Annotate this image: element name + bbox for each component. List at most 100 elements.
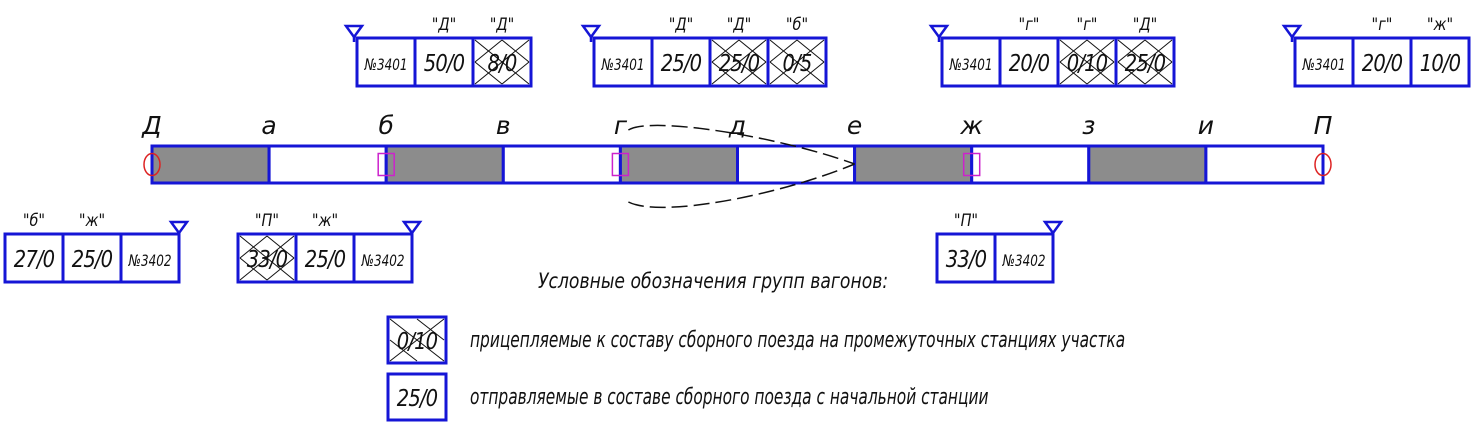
- direction-flag-icon: [343, 24, 365, 40]
- station-label: е: [847, 111, 862, 140]
- terminal-marker: [143, 152, 161, 177]
- terminal-marker: [1314, 152, 1332, 177]
- track-segment: [501, 144, 622, 185]
- track-layer: [143, 124, 1332, 209]
- wagon-group-value: 25/0: [1125, 51, 1166, 78]
- train-block: 33/0 "П" 25/0 "ж" №3402: [236, 210, 423, 284]
- station-label: д: [728, 111, 746, 140]
- destination-label: "Д": [669, 14, 694, 34]
- wagon-group-value: 25/0: [72, 247, 113, 274]
- legend-title: Условные обозначения групп вагонов:: [538, 268, 888, 293]
- track-segment-shaded: [618, 144, 740, 185]
- track-segment: [267, 144, 388, 185]
- track-segment: [970, 144, 1091, 185]
- destination-label: "Д": [1133, 14, 1158, 34]
- destination-label: "ж": [312, 210, 338, 230]
- train-number: №3401: [949, 56, 993, 74]
- station-label: в: [496, 111, 511, 140]
- legend-sample-value: 25/0: [397, 386, 438, 413]
- station-label: Д: [141, 111, 162, 140]
- dashed-route-lower: [628, 163, 855, 209]
- station-label: з: [1082, 111, 1095, 140]
- wagon-group-value: 10/0: [1420, 51, 1461, 78]
- train-number-cell: [119, 232, 181, 284]
- crosshatch-pattern: [239, 235, 295, 281]
- crosshatch-pattern: [389, 318, 445, 362]
- destination-label: "П": [255, 210, 279, 230]
- wagon-group-cell: [1409, 36, 1471, 88]
- train-number-cell: [592, 36, 654, 88]
- wagon-group-cell: [998, 36, 1060, 88]
- station-label: П: [1314, 111, 1333, 140]
- train-number: №3402: [361, 252, 405, 270]
- train-number-cell: [1293, 36, 1355, 88]
- direction-flag-icon: [1042, 220, 1064, 236]
- destination-label: "ж": [79, 210, 105, 230]
- train-number: №3401: [364, 56, 408, 74]
- direction-flag-icon: [580, 24, 602, 40]
- wagon-group-value: 33/0: [247, 247, 288, 274]
- wagon-group-cell: [61, 232, 123, 284]
- dashed-route-upper: [627, 124, 855, 165]
- direction-flag-icon: [168, 220, 190, 236]
- destination-label: "ж": [1427, 14, 1453, 34]
- wagon-group-cell: [650, 36, 712, 88]
- train-number: №3402: [128, 252, 172, 270]
- direction-flag-icon: [401, 220, 423, 236]
- train-number: №3402: [1002, 252, 1046, 270]
- train-number: №3401: [601, 56, 645, 74]
- station-label: а: [261, 111, 276, 140]
- train-number: №3401: [1302, 56, 1346, 74]
- crosshatch-pattern: [769, 39, 825, 85]
- wagon-group-value: 27/0: [14, 247, 55, 274]
- station-label: г: [614, 111, 628, 140]
- direction-flag-icon: [1281, 24, 1303, 40]
- train-number-cell: [940, 36, 1002, 88]
- train-block: 27/0 "б" 25/0 "ж" №3402: [3, 210, 190, 284]
- track-segment: [736, 144, 857, 185]
- crosshatch-pattern: [711, 39, 767, 85]
- destination-label: "б": [23, 210, 45, 230]
- wagon-group-value: 0/10: [1067, 51, 1108, 78]
- track-segment: [1204, 144, 1325, 185]
- direction-flag-icon: [928, 24, 950, 40]
- train-block: 33/0 "П" №3402: [935, 210, 1064, 284]
- destination-label: "П": [954, 210, 978, 230]
- legend: Условные обозначения групп вагонов: 0/10…: [386, 268, 1125, 422]
- destination-label: "Д": [432, 14, 457, 34]
- track-segment-shaded: [1087, 144, 1208, 185]
- destination-label: "г": [1372, 14, 1393, 34]
- destination-label: "Д": [727, 14, 752, 34]
- crosshatch-pattern: [474, 39, 530, 85]
- train-number-cell: [993, 232, 1055, 284]
- legend-sample-cell: [386, 372, 448, 422]
- wagon-group-value: 25/0: [305, 247, 346, 274]
- wagon-group-value: 25/0: [661, 51, 702, 78]
- train-number-cell: [355, 36, 417, 88]
- wagon-group-value: 20/0: [1009, 51, 1050, 78]
- wagon-group-value: 0/5: [783, 51, 812, 78]
- intermediate-marker: [962, 152, 981, 177]
- legend-sample-value: 0/10: [397, 329, 438, 356]
- wagon-group-value: 33/0: [946, 247, 987, 274]
- wagon-group-cell: [413, 36, 475, 88]
- station-label: б: [378, 111, 393, 140]
- destination-label: "б": [786, 14, 808, 34]
- wagon-group-value: 8/0: [488, 51, 517, 78]
- legend-item: 25/0 отправляемые в составе сборного поез…: [386, 372, 988, 422]
- legend-description: отправляемые в составе сборного поезда с…: [470, 384, 988, 409]
- wagon-group-cell: [1351, 36, 1413, 88]
- destination-label: "г": [1077, 14, 1098, 34]
- crosshatch-pattern: [1059, 39, 1115, 85]
- station-label: ж: [959, 111, 983, 140]
